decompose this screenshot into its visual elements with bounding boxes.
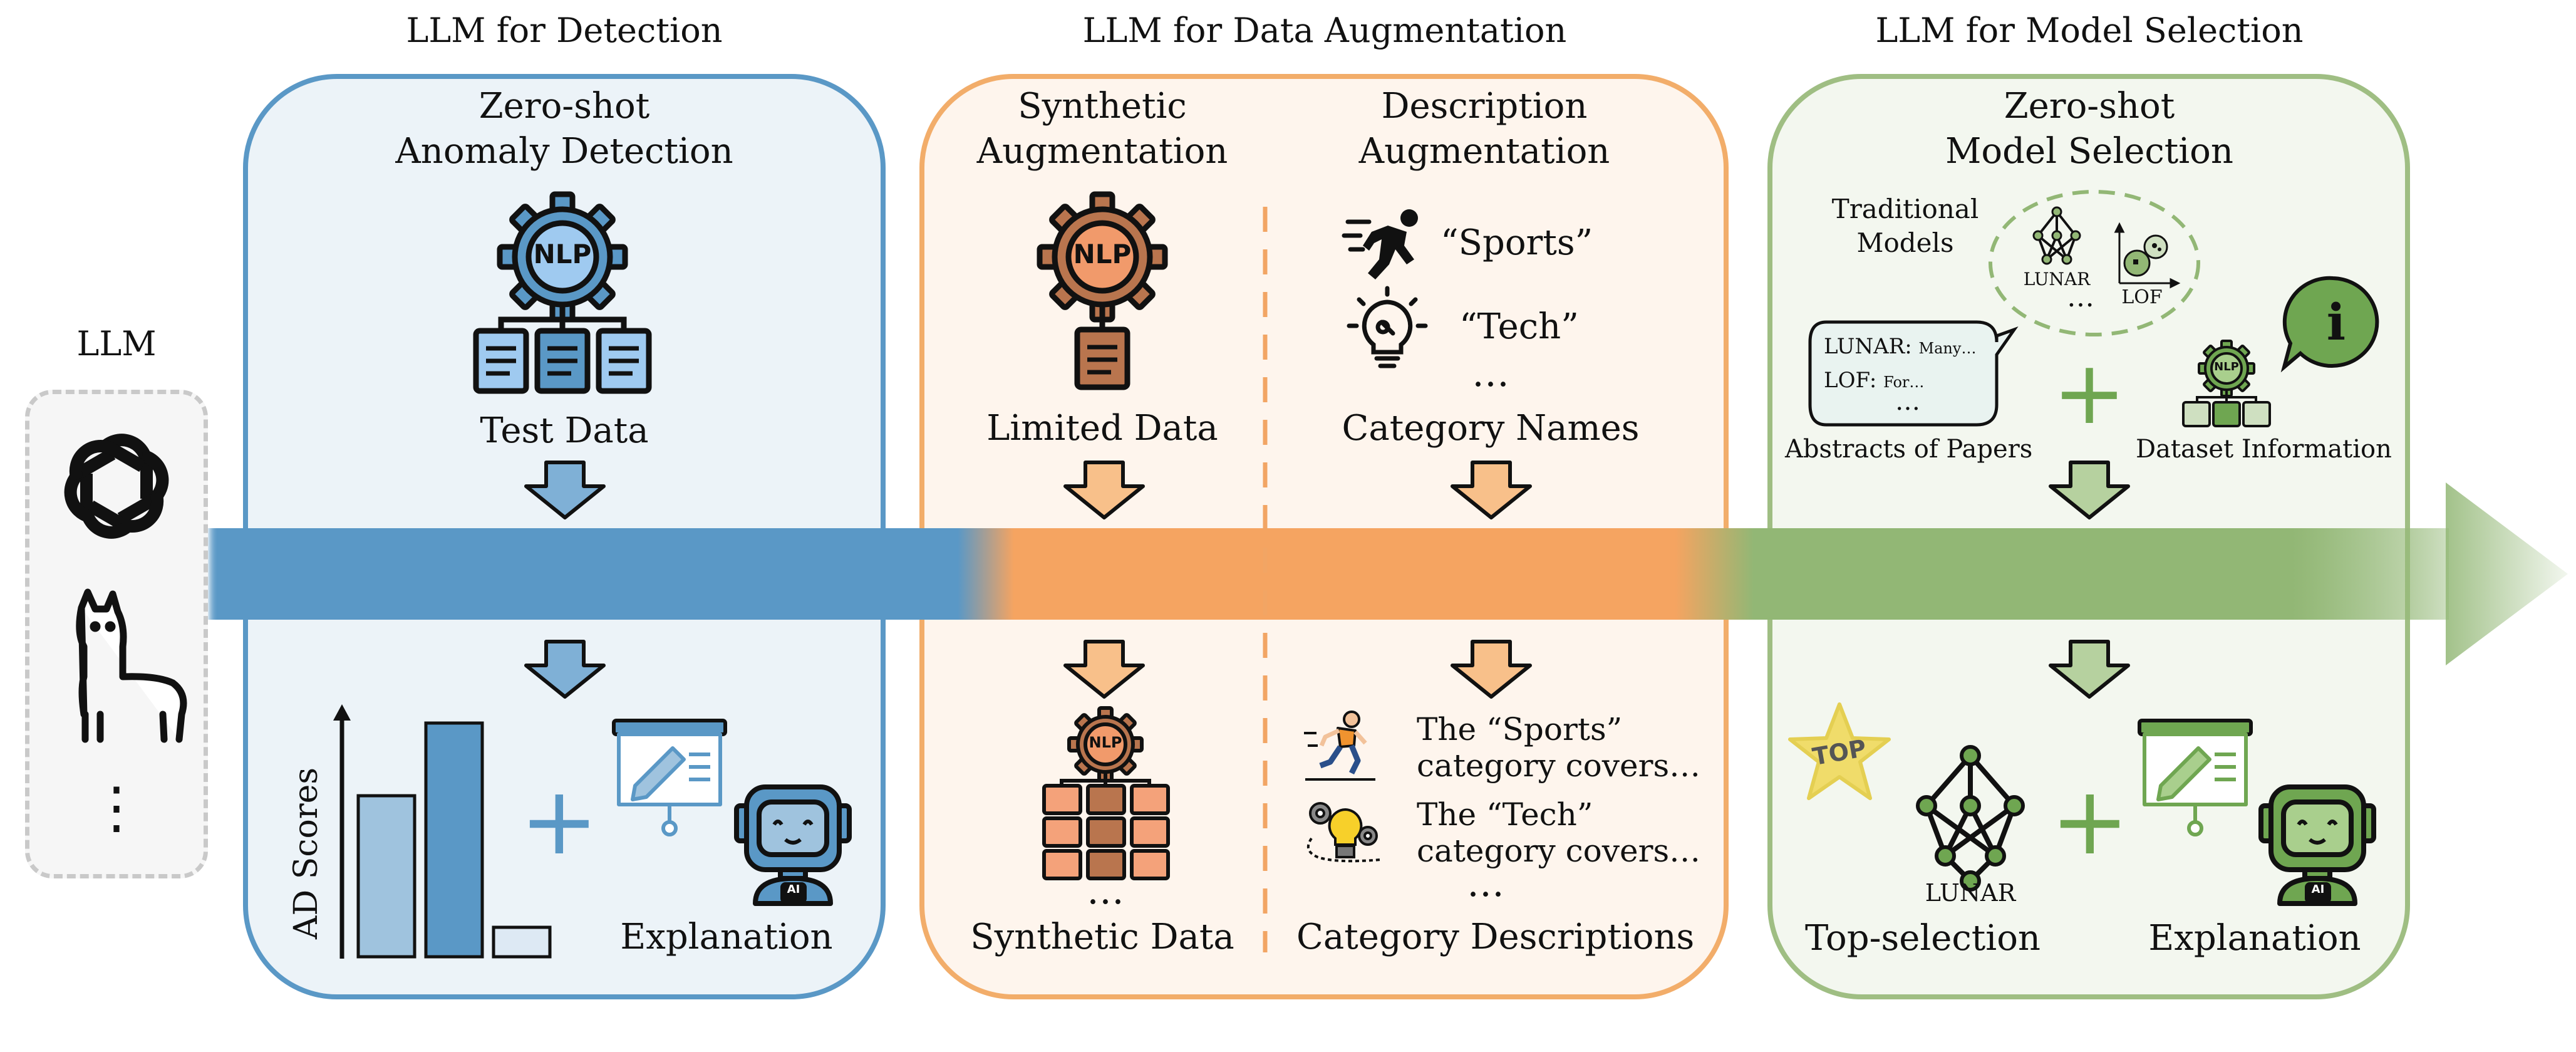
test-data-label: Test Data xyxy=(480,410,649,451)
detection-plus: + xyxy=(520,767,599,876)
augmentation-divider xyxy=(1263,207,1268,952)
detection-heading: LLM for Detection xyxy=(406,11,723,50)
tech-desc-line1: The “Tech” xyxy=(1417,796,1593,833)
presentation-board-icon xyxy=(612,719,727,836)
bubble-lunar-key: LUNAR: xyxy=(1824,334,1912,359)
synthetic-subtitle-2: Augmentation xyxy=(976,131,1228,172)
running-person-icon xyxy=(1342,209,1418,279)
descriptions-ellipsis: … xyxy=(1467,862,1504,905)
llama-icon xyxy=(76,588,187,743)
bubble-lof-text: For… xyxy=(1883,373,1925,391)
nlp-gear-icon xyxy=(473,191,652,394)
cloud-lunar-label: LUNAR xyxy=(2023,269,2091,289)
cloud-lof-label: LOF xyxy=(2121,286,2163,308)
synthetic-subtitle-1: Synthetic xyxy=(1018,86,1187,127)
abstract-speech-bubble xyxy=(1808,320,2019,427)
category-names-ellipsis: … xyxy=(1472,352,1509,395)
dataset-nlp-label: NLP xyxy=(2214,360,2239,373)
synthetic-nlp-small-label: NLP xyxy=(1089,734,1122,751)
synthetic-down-arrow-top xyxy=(1063,461,1145,519)
sports-desc-line1: The “Sports” xyxy=(1417,711,1623,747)
info-bubble-icon xyxy=(2280,276,2379,373)
traditional-models-line2: Models xyxy=(1856,227,1954,258)
bubble-lof-key: LOF: xyxy=(1824,368,1877,393)
info-icon-letter: i xyxy=(2326,293,2346,352)
limited-data-label: Limited Data xyxy=(986,408,1218,449)
llm-title: LLM xyxy=(76,324,157,363)
selection-down-arrow-top xyxy=(2049,461,2130,519)
tech-category: “Tech” xyxy=(1459,306,1579,347)
selection-subtitle-1: Zero-shot xyxy=(2004,86,2175,127)
bubble-lunar-text: Many… xyxy=(1918,340,1977,357)
category-descriptions-label: Category Descriptions xyxy=(1296,917,1695,957)
selection-plus-top: + xyxy=(2052,342,2126,444)
synthetic-nlp-label: NLP xyxy=(1073,239,1132,269)
cloud-ellipsis: … xyxy=(2067,281,2094,313)
openai-logo-icon xyxy=(64,434,169,539)
top-star-icon xyxy=(1788,702,1891,800)
score-bar-2 xyxy=(424,721,484,959)
detection-explanation-label: Explanation xyxy=(620,917,833,957)
ad-scores-axis-label: AD Scores xyxy=(287,767,325,940)
tech-desc-line2: category covers… xyxy=(1417,833,1701,869)
sports-desc-line2: category covers… xyxy=(1417,747,1701,784)
synthetic-data-ellipsis: … xyxy=(1087,869,1124,913)
dataset-information-label: Dataset Information xyxy=(2136,435,2392,464)
description-down-arrow-bottom xyxy=(1451,640,1532,699)
category-names-label: Category Names xyxy=(1342,408,1640,449)
lunar-output-label: LUNAR xyxy=(1925,879,2016,907)
selection-presentation-board-icon xyxy=(2138,719,2253,836)
top-selection-label: Top-selection xyxy=(1805,918,2041,959)
detection-down-arrow-bottom xyxy=(524,640,606,699)
bubble-line1: LUNAR: Many… xyxy=(1824,334,1977,359)
synthetic-nlp-gear-icon xyxy=(1037,191,1168,390)
detection-subtitle-1: Zero-shot xyxy=(478,86,650,127)
detection-subtitle-2: Anomaly Detection xyxy=(395,131,733,172)
traditional-models-line1: Traditional xyxy=(1831,194,1979,224)
detection-nlp-label: NLP xyxy=(533,239,592,269)
detection-down-arrow-top xyxy=(524,461,606,519)
selection-subtitle-2: Model Selection xyxy=(1945,131,2233,172)
llm-more-ellipsis: ⋮ xyxy=(88,775,145,841)
synthetic-data-label: Synthetic Data xyxy=(970,917,1234,957)
selection-explanation-label: Explanation xyxy=(2148,918,2361,959)
selection-ai-badge: AI xyxy=(2311,883,2325,896)
selection-down-arrow-bottom xyxy=(2049,640,2130,699)
bubble-line2: LOF: For… xyxy=(1824,368,1924,393)
sports-category: “Sports” xyxy=(1441,222,1593,263)
runner-color-icon xyxy=(1304,711,1375,781)
detection-ai-robot-icon xyxy=(734,784,852,906)
synthetic-data-nlp-icon xyxy=(1042,706,1170,880)
lightbulb-idea-icon xyxy=(1347,286,1428,368)
gear-bulb-icon xyxy=(1306,802,1381,863)
abstracts-label: Abstracts of Papers xyxy=(1785,435,2033,464)
dataset-nlp-icon xyxy=(2182,340,2271,427)
description-subtitle-2: Augmentation xyxy=(1358,131,1610,172)
models-dashed-cloud xyxy=(1989,190,2200,336)
selection-plus-bottom: + xyxy=(2051,767,2129,876)
score-bar-3 xyxy=(492,925,552,959)
ad-score-chart xyxy=(333,704,552,959)
synthetic-down-arrow-bottom xyxy=(1063,640,1145,699)
description-subtitle-1: Description xyxy=(1381,86,1588,127)
lunar-network-icon xyxy=(1916,745,2025,892)
detection-ai-badge: AI xyxy=(787,883,800,896)
selection-heading: LLM for Model Selection xyxy=(1875,11,2304,50)
description-down-arrow-top xyxy=(1451,461,1532,519)
bubble-ellipsis: … xyxy=(1895,387,1920,416)
selection-ai-robot-icon xyxy=(2258,784,2376,906)
score-bar-1 xyxy=(356,794,416,959)
augmentation-heading: LLM for Data Augmentation xyxy=(1082,11,1567,50)
